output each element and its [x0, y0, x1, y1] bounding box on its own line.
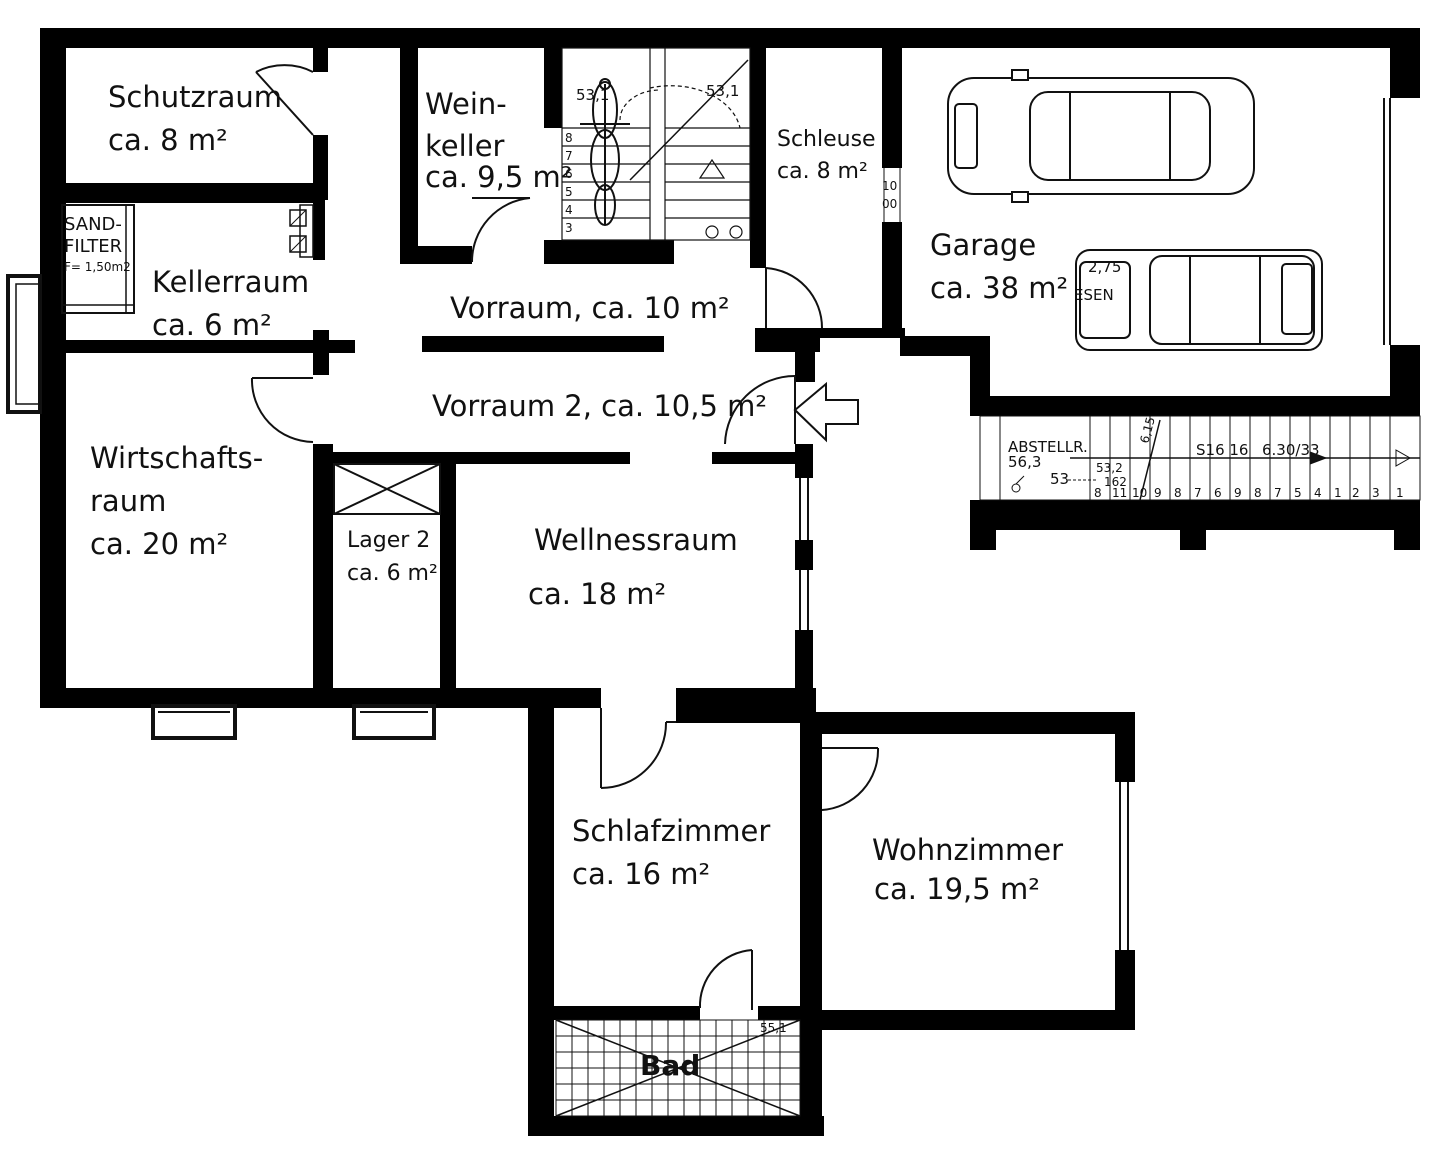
step-number: 7	[1274, 486, 1282, 500]
step-number: 9	[1154, 486, 1162, 500]
step-number: 3	[565, 221, 573, 235]
step-number: 1	[1396, 486, 1404, 500]
annotations: 53,1 53,1 10 00 2,75 ESEN ABSTELLR. 56,3…	[576, 82, 1320, 1035]
stair-step-numbers-main: 8 7 6 5 4 3	[565, 131, 573, 235]
garage-text: ESEN	[1074, 286, 1114, 304]
car-bottom	[1075, 249, 1323, 351]
wohnzimmer-area: ca. 19,5 m²	[874, 872, 1040, 906]
stair-spec: S16 16	[1196, 441, 1248, 459]
bad-name: Bad	[640, 1049, 700, 1082]
wellnessraum-area: ca. 18 m²	[528, 577, 666, 611]
kellerraum-area: ca. 6 m²	[152, 308, 272, 342]
wirtschaftsraum-area: ca. 20 m²	[90, 527, 228, 561]
sandfilter-box	[61, 204, 314, 314]
sandfilter-spec: F= 1,50m2	[64, 260, 131, 274]
step-number: 2	[1352, 486, 1360, 500]
vorraum-label: Vorraum, ca. 10 m²	[450, 291, 730, 325]
main-staircase	[561, 47, 751, 241]
windows	[6, 98, 1391, 950]
room-labels: Schutzraum ca. 8 m² Wein- keller ca. 9,5…	[64, 80, 1068, 1082]
outer-staircase	[979, 415, 1421, 501]
wirtschaftsraum-name-1: Wirtschafts-	[90, 441, 263, 475]
lager2-name: Lager 2	[347, 528, 430, 553]
step-number: 10	[1132, 486, 1147, 500]
schleuse-dim-1: 10	[882, 179, 897, 193]
stair-ratio: 6.30/33	[1262, 441, 1320, 459]
bathroom-tiles	[555, 1019, 801, 1117]
kellerraum-name: Kellerraum	[152, 265, 309, 299]
level-stair-left: 53,1	[576, 86, 609, 104]
garage-dim: 2,75	[1088, 258, 1121, 276]
level-53-2: 53,2	[1096, 461, 1123, 475]
step-number: 6	[565, 167, 573, 181]
schlafzimmer-name: Schlafzimmer	[572, 814, 770, 848]
step-number: 1	[1334, 486, 1342, 500]
step-number: 11	[1112, 486, 1127, 500]
entry-arrow-icon	[793, 381, 859, 443]
step-number: 8	[1254, 486, 1262, 500]
step-number: 7	[1194, 486, 1202, 500]
wellnessraum-name: Wellnessraum	[534, 523, 738, 557]
step-number: 5	[565, 185, 573, 199]
door-swings	[250, 64, 880, 1010]
step-number: 6	[1214, 486, 1222, 500]
lager2-area: ca. 6 m²	[347, 561, 438, 586]
walls	[40, 28, 1420, 1136]
schleuse-name: Schleuse	[777, 127, 876, 152]
abstell-label: ABSTELLR.	[1008, 438, 1088, 456]
car-top	[947, 69, 1255, 203]
schlafzimmer-area: ca. 16 m²	[572, 857, 710, 891]
level-stair-right: 53,1	[706, 82, 739, 100]
step-number: 4	[565, 203, 573, 217]
step-number: 8	[1174, 486, 1182, 500]
abstell-level: 56,3	[1008, 453, 1041, 471]
sandfilter-line2: FILTER	[64, 236, 122, 257]
step-number: 8	[565, 131, 573, 145]
level-53: 53	[1050, 470, 1069, 488]
sandfilter-line1: SAND-	[64, 214, 122, 235]
level-162: 162	[1104, 475, 1127, 489]
garage-area: ca. 38 m²	[930, 271, 1068, 305]
stair-step-numbers-outer: 8 11 10 9 8 7 6 9 8 7 5 4 1 2 3 1	[1094, 486, 1404, 500]
wohnzimmer-name: Wohnzimmer	[872, 833, 1063, 867]
step-number: 4	[1314, 486, 1322, 500]
garage-name: Garage	[930, 228, 1036, 262]
schutzraum-name: Schutzraum	[108, 80, 282, 114]
step-number: 9	[1234, 486, 1242, 500]
schleuse-area: ca. 8 m²	[777, 159, 868, 184]
bad-level: 55,1	[760, 1021, 787, 1035]
step-number: 3	[1372, 486, 1380, 500]
step-number: 7	[565, 149, 573, 163]
schutzraum-area: ca. 8 m²	[108, 123, 228, 157]
step-number: 8	[1094, 486, 1102, 500]
lager-shelf	[333, 463, 441, 515]
weinkeller-area: ca. 9,5 m²	[425, 160, 572, 194]
weinkeller-name-1: Wein-	[425, 87, 507, 121]
motorcycle-icon	[580, 78, 630, 226]
weinkeller-name-2: keller	[425, 129, 505, 163]
vorraum2-label: Vorraum 2, ca. 10,5 m²	[432, 389, 767, 423]
wirtschaftsraum-name-2: raum	[90, 484, 166, 518]
schleuse-dim-2: 00	[882, 197, 897, 211]
step-number: 5	[1294, 486, 1302, 500]
stair-diag: 6,15	[1137, 415, 1157, 444]
